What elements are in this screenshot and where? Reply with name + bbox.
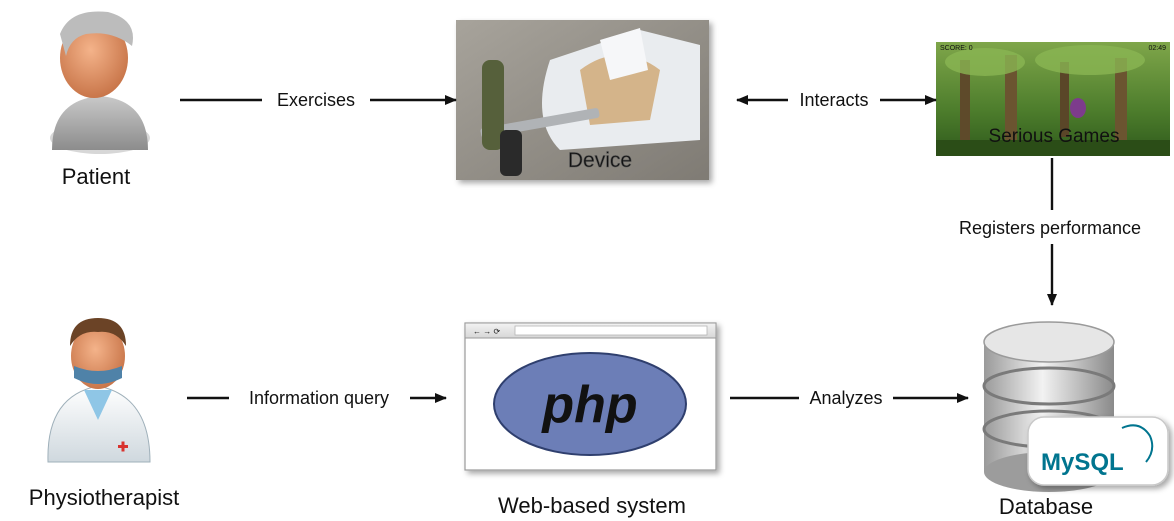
edge-registers-label: Registers performance — [959, 218, 1141, 238]
edge-interacts: Interacts — [736, 90, 937, 110]
edge-analyzes-label: Analyzes — [809, 388, 882, 408]
edge-registers-performance: Registers performance — [959, 158, 1141, 306]
game-score: SCORE: 0 — [940, 45, 973, 52]
patient-label: Patient — [62, 164, 131, 189]
edge-information-query: Information query — [187, 388, 447, 408]
serious-games-node: SCORE: 0 02:49 Serious Games — [936, 42, 1170, 156]
device-node: Device — [456, 20, 709, 180]
web-system-label: Web-based system — [498, 493, 686, 518]
browser-nav-icons: ← → ⟳ — [473, 327, 500, 336]
device-label: Device — [568, 149, 632, 172]
mysql-logo-text: MySQL — [1041, 449, 1124, 476]
web-system-node: ← → ⟳ php Web-based system — [464, 322, 717, 518]
php-logo: php — [493, 352, 687, 456]
edge-information-query-label: Information query — [249, 388, 389, 408]
browser-address-bar — [514, 325, 708, 336]
game-timer: 02:49 — [1148, 45, 1166, 52]
database-node: MySQL Database — [982, 321, 1169, 519]
edge-analyzes: Analyzes — [730, 388, 969, 408]
physiotherapist-icon — [47, 318, 151, 463]
patient-node: Patient — [50, 11, 150, 189]
edge-exercises-label: Exercises — [277, 90, 355, 110]
serious-games-label: Serious Games — [989, 126, 1120, 147]
physiotherapist-label: Physiotherapist — [29, 485, 179, 510]
patient-icon — [50, 11, 150, 154]
edge-interacts-label: Interacts — [799, 90, 868, 110]
physiotherapist-node: Physiotherapist — [29, 318, 179, 510]
php-logo-text: php — [540, 376, 637, 434]
mysql-logo: MySQL — [1027, 416, 1169, 486]
game-screenshot — [936, 42, 1170, 156]
edge-exercises: Exercises — [180, 90, 457, 110]
device-photo — [456, 20, 709, 180]
database-label: Database — [999, 494, 1093, 519]
